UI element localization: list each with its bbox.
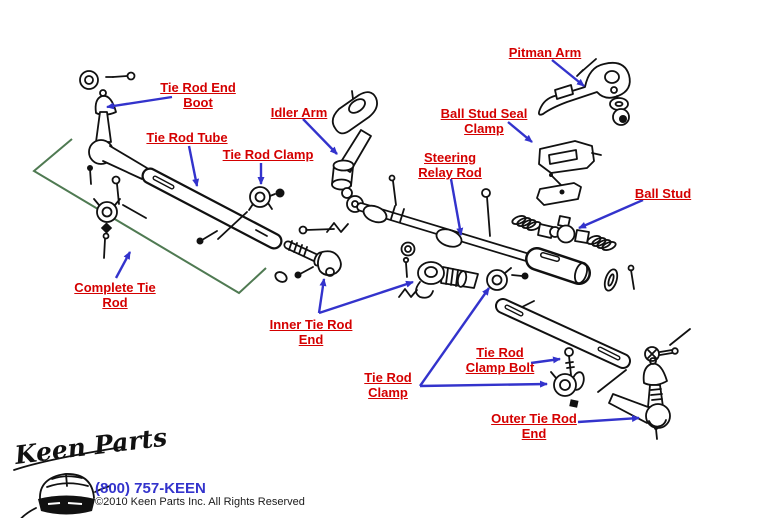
tie-rod-clamp-bolt-drawing: [564, 347, 575, 376]
arrow-tie-rod-clamp-lower-2: [419, 380, 548, 388]
label-inner-tie-rod-end[interactable]: Inner Tie Rod End: [269, 317, 353, 347]
label-tie-rod-clamp-lower[interactable]: Tie Rod Clamp: [364, 370, 412, 400]
arrow-tie-rod-clamp-lower-1: [419, 287, 490, 387]
copyright-text: ©2010 Keen Parts Inc. All Rights Reserve…: [95, 496, 305, 508]
logo-swash: [13, 446, 123, 471]
outer-tie-rod-end-drawing: [608, 346, 679, 440]
label-tie-rod-clamp-bolt[interactable]: Tie Rod Clamp Bolt: [465, 345, 535, 375]
arrow-inner-tie-rod-end-2: [318, 280, 414, 315]
tie-rod-end-drawing: [79, 70, 148, 205]
label-outer-tie-rod-end[interactable]: Outer Tie Rod End: [491, 411, 577, 441]
ball-stud-drawing: [511, 215, 617, 251]
label-steering-relay-rod[interactable]: Steering Relay Rod: [418, 150, 482, 180]
ball-stud-seal-clamp-drawing: [536, 140, 602, 206]
arrow-complete-tie-rod: [114, 251, 132, 279]
inner-tie-rod-end-left-drawing: [274, 240, 342, 283]
label-complete-tie-rod[interactable]: Complete Tie Rod: [74, 280, 156, 310]
label-tie-rod-end-boot[interactable]: Tie Rod End Boot: [160, 80, 236, 110]
arrow-inner-tie-rod-end-1: [317, 278, 327, 314]
arrow-outer-tie-rod-end: [577, 414, 640, 424]
logo-script-text: Keen Parts: [12, 423, 168, 471]
tie-rod-clamp-upper-drawing: [248, 186, 285, 211]
label-pitman-arm[interactable]: Pitman Arm: [508, 45, 582, 60]
arrow-tie-rod-end-boot: [106, 95, 173, 110]
arrow-ball-stud-seal-clamp: [507, 121, 533, 143]
idler-arm-drawing: [331, 90, 378, 199]
label-idler-arm[interactable]: Idler Arm: [270, 105, 328, 120]
phone-number: (800) 757-KEEN: [95, 480, 206, 497]
arrow-ball-stud: [578, 198, 644, 230]
label-tie-rod-tube[interactable]: Tie Rod Tube: [146, 130, 228, 145]
leader-arrows: [106, 59, 644, 424]
tie-rod-clamp-left-drawing: [93, 198, 147, 259]
tie-rod-clamp-lower-drawing: [550, 371, 585, 408]
arrow-tie-rod-tube: [187, 145, 200, 187]
pitman-arm-drawing: [538, 58, 631, 126]
inner-tie-rod-end-right-drawing: [398, 261, 479, 299]
arrow-pitman-arm: [551, 59, 585, 87]
arrow-tie-rod-clamp-bolt: [530, 356, 561, 365]
tie-rod-tube-drawing: [141, 167, 283, 250]
arrow-idler-arm: [302, 118, 338, 155]
complete-tie-rod-bracket: [32, 138, 267, 295]
label-ball-stud-seal-clamp[interactable]: Ball Stud Seal Clamp: [440, 106, 528, 136]
label-tie-rod-clamp-upper[interactable]: Tie Rod Clamp: [222, 147, 314, 162]
tie-rod-tube-right-drawing: [495, 298, 691, 393]
steering-relay-rod-drawing: [298, 174, 635, 292]
arrow-steering-relay-rod: [449, 178, 464, 236]
label-ball-stud[interactable]: Ball Stud: [634, 186, 692, 201]
